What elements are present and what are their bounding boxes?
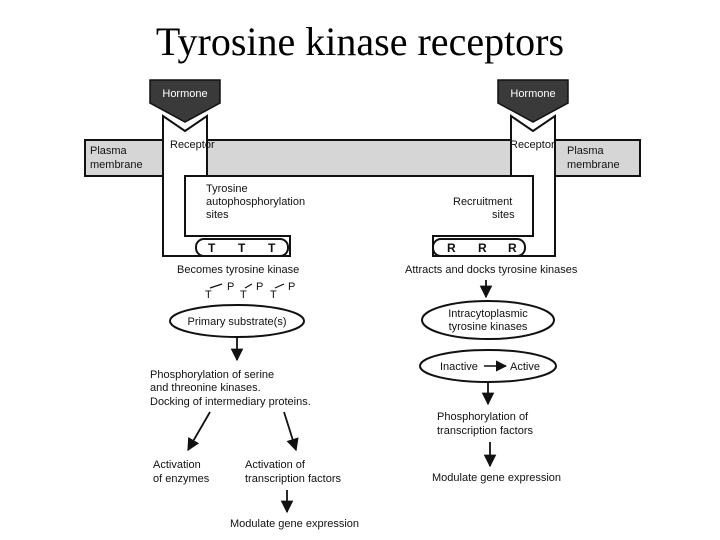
arrow-to-enzymes (187, 411, 211, 452)
slide-title: Tyrosine kinase receptors (155, 19, 565, 64)
active-label: Active (510, 361, 540, 373)
right-residue-bar (432, 238, 526, 257)
right-plasma-label-2: membrane (567, 159, 620, 171)
phos-serine-line-3: Docking of intermediary proteins. (150, 396, 311, 408)
becomes-tyrosine-kinase-label: Becomes tyrosine kinase (177, 264, 299, 276)
phospho-residue-t2: T (240, 289, 247, 301)
attracts-docks-label: Attracts and docks tyrosine kinases (405, 264, 578, 276)
phos-serine-line-2: and threonine kinases. (150, 382, 261, 394)
modulate-right-label: Modulate gene expression (432, 472, 561, 484)
recruitment-label-1: Recruitment (453, 196, 512, 208)
inactive-label: Inactive (440, 361, 478, 373)
right-hormone-shape (497, 79, 569, 123)
left-hormone-label: Hormone (162, 88, 207, 100)
intracytoplasmic-label-1: Intracytoplasmic (448, 308, 528, 320)
phospho-residue-t3: T (270, 289, 277, 301)
right-hormone-label: Hormone (510, 88, 555, 100)
right-residue-2: R (478, 241, 487, 255)
right-receptor: Hormone (432, 79, 569, 257)
phospho-p2: P (256, 281, 263, 293)
activation-tf-1: Activation of (245, 459, 306, 471)
right-residue-1: R (447, 241, 456, 255)
right-residue-3: R (508, 241, 517, 255)
right-receptor-label: Receptor (510, 139, 555, 151)
right-receptor-tail (437, 178, 531, 238)
phos-tf-label-1: Phosphorylation of (437, 411, 529, 423)
intracytoplasmic-ellipse (421, 300, 555, 340)
left-receptor-label: Receptor (170, 139, 215, 151)
activation-enzymes-1: Activation (153, 459, 201, 471)
arrow-to-tf (283, 411, 299, 452)
left-autophos-label-3: sites (206, 209, 229, 221)
left-receptor-tail (182, 178, 286, 238)
phospho-p3: P (288, 281, 295, 293)
phospho-bonds (209, 283, 285, 289)
left-hormone-shape (149, 79, 221, 123)
left-residue-2: T (238, 241, 246, 255)
modulate-left-label: Modulate gene expression (230, 518, 359, 530)
left-plasma-label-2: membrane (90, 159, 143, 171)
phospho-residue-t1: T (205, 289, 212, 301)
intracytoplasmic-label-2: tyrosine kinases (449, 321, 528, 333)
phos-serine-line-1: Phosphorylation of serine (150, 369, 274, 381)
activation-tf-2: transcription factors (245, 473, 341, 485)
primary-substrate-label: Primary substrate(s) (187, 316, 286, 328)
left-autophos-label-2: autophosphorylation (206, 196, 305, 208)
primary-substrate-ellipse (169, 304, 305, 338)
left-residue-1: T (208, 241, 216, 255)
left-residue-3: T (268, 241, 276, 255)
left-receptor: Hormone (149, 79, 291, 257)
phos-tf-label-2: transcription factors (437, 425, 533, 437)
right-plasma-label-1: Plasma (567, 145, 605, 157)
phospho-p1: P (227, 281, 234, 293)
left-residue-bar (195, 238, 289, 257)
left-plasma-label-1: Plasma (90, 145, 128, 157)
recruitment-label-2: sites (492, 209, 515, 221)
activation-enzymes-2: of enzymes (153, 473, 210, 485)
left-autophos-label-1: Tyrosine (206, 183, 248, 195)
